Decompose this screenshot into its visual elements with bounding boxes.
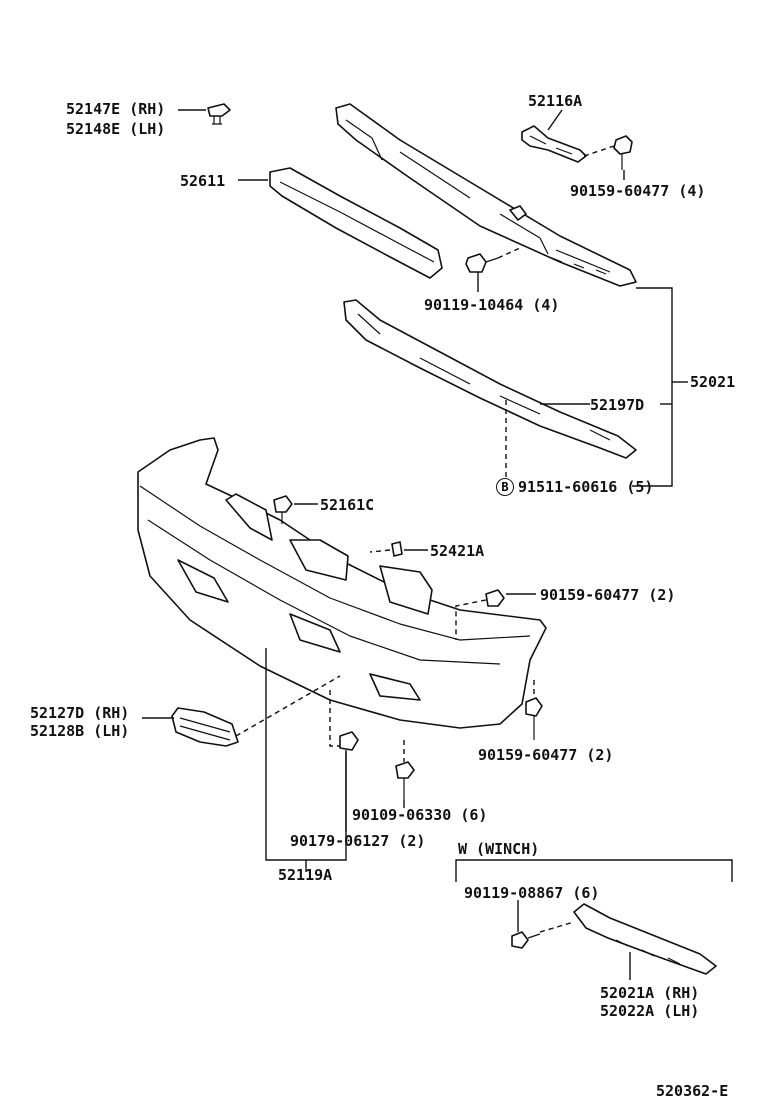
label-52119A: 52119A [278,866,333,884]
dash-52421A [369,549,391,553]
label-52116A: 52116A [528,92,583,110]
diagram-id: 520362-E [656,1082,729,1100]
bracket-52021A-part[interactable] [573,903,717,975]
label-90179-06127: 90179-06127 (2) [290,832,426,850]
dash-90119-10464 [497,247,521,259]
label-90159-60477-2a: 90159-60477 (2) [540,586,676,604]
label-52147E: 52147E (RH) [66,100,166,118]
label-52021: 52021 [690,373,736,391]
bolt-90119-08867-part[interactable] [511,931,541,949]
clip-52421A-part[interactable] [391,541,403,557]
bumper-cover-52119A-part[interactable] [137,437,547,729]
retainer-52197D-part[interactable] [343,299,637,459]
clip-52147E-part[interactable] [207,103,231,125]
label-winch-heading: W (WINCH) [458,840,540,858]
bolt-90109-06330-part[interactable] [395,761,415,800]
dash-90159-60477-2a [455,599,487,640]
label-90159-60477-2b: 90159-60477 (2) [478,746,614,764]
leader-52116A [547,109,563,131]
label-90159-60477-4: 90159-60477 (4) [570,182,706,200]
label-91511-60616: 91511-60616 (5) [518,478,654,496]
screw-90159-60477-2a-part[interactable] [485,589,505,607]
absorber-52611-part[interactable] [269,167,443,279]
marker-b: B [496,478,514,496]
bolt-90159-60477-4-part[interactable] [613,135,633,170]
label-90119-08867: 90119-08867 (6) [464,884,600,902]
label-52611: 52611 [180,172,226,190]
dash-90119-08867 [539,921,575,933]
dash-52127D [235,675,341,737]
label-52148E: 52148E (LH) [66,120,166,138]
bracket-52021 [632,287,673,487]
dash-90179-06127 [329,690,340,747]
dash-52116A [583,145,615,157]
winch-bracket-line [455,859,733,882]
bolt-90119-10464-part[interactable] [465,253,499,273]
label-52197D: 52197D [590,396,645,414]
label-52421A: 52421A [430,542,485,560]
label-52022A: 52022A (LH) [600,1002,700,1020]
label-90109-06330: 90109-06330 (6) [352,806,488,824]
screw-90159-60477-2b-part[interactable] [525,697,543,740]
label-90119-10464: 90119-10464 (4) [424,296,560,314]
label-52161C: 52161C [320,496,375,514]
retainer-52161C-part[interactable] [273,495,293,524]
nut-90179-06127-part[interactable] [339,731,359,751]
label-52127D: 52127D (RH) [30,704,130,722]
label-52021A: 52021A (RH) [600,984,700,1002]
grille-52127D-part[interactable] [171,707,239,747]
bracket-52116A-part[interactable] [521,125,587,163]
reinforcement-52021-part[interactable] [335,103,637,287]
label-52128B: 52128B (LH) [30,722,130,740]
